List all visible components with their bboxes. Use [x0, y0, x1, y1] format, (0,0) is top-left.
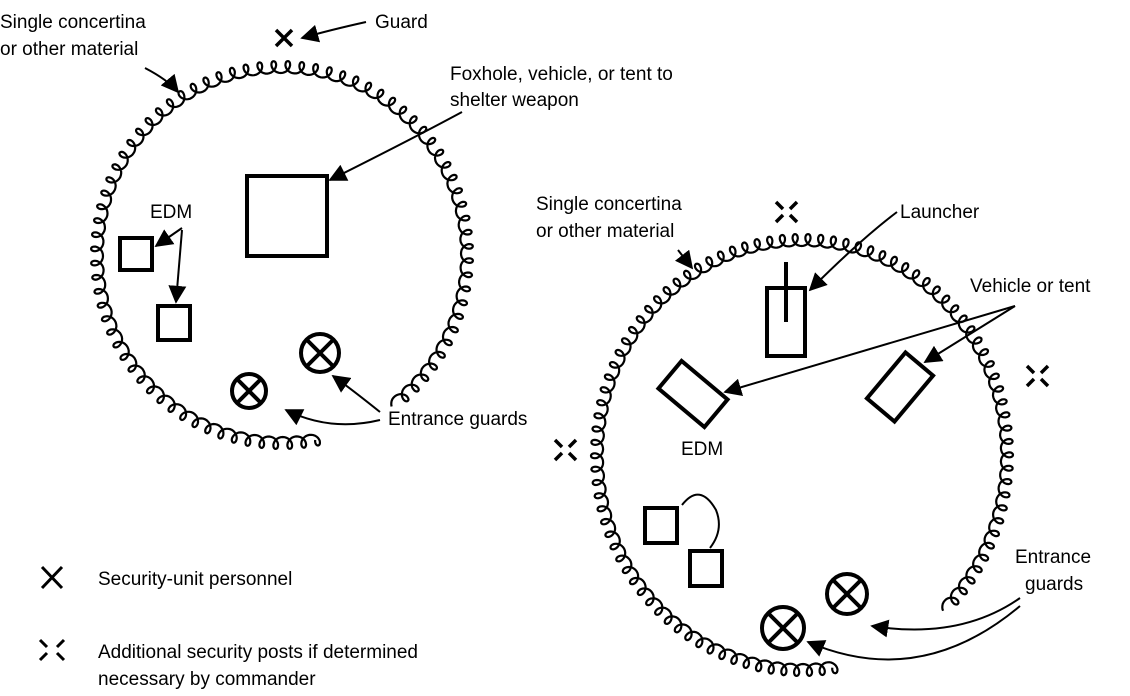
vehicle-tent-1 — [655, 358, 731, 430]
left-entrance-guard-icon-1 — [299, 332, 341, 374]
right-entrance-label-2: guards — [1025, 574, 1083, 595]
left-entrance-guard-icon-2 — [230, 372, 268, 410]
left-edm-label: EDM — [150, 202, 192, 223]
security-personnel-icon — [40, 565, 64, 590]
launcher-pointer — [808, 211, 898, 292]
left-entrance-pointer-1 — [331, 374, 381, 413]
shelter-label-2: shelter weapon — [450, 90, 579, 111]
right-concertina-wire — [589, 232, 1015, 678]
right-entrance-pointer-1 — [870, 597, 1021, 638]
additional-post-icon-right — [1025, 364, 1050, 388]
left-entrance-pointer-2 — [284, 409, 381, 426]
left-concertina-pointer — [144, 67, 180, 94]
right-concertina-pointer — [674, 249, 694, 270]
launcher-label: Launcher — [900, 202, 980, 223]
vehicle-pointer-2 — [923, 305, 1016, 363]
legend: Security-unit personnel Additional secur… — [38, 565, 418, 690]
left-concertina-label-1: Single concertina — [0, 12, 146, 33]
guard-pointer — [300, 21, 367, 43]
right-concertina-label-1: Single concertina — [536, 194, 682, 215]
vehicle-pointer-1 — [723, 305, 1016, 397]
right-edm-label: EDM — [681, 439, 723, 460]
right-edm-box-2 — [688, 549, 724, 588]
legend-posts-label-2: necessary by commander — [98, 669, 316, 690]
right-site: Single concertina or other material Laun… — [536, 194, 1091, 678]
left-concertina-label-2: or other material — [0, 39, 138, 60]
legend-posts-label-1: Additional security posts if determined — [98, 642, 418, 663]
left-edm-pointer-2 — [168, 229, 187, 304]
weapon-shelter-square — [245, 174, 329, 258]
left-concertina-wire — [89, 59, 475, 451]
shelter-pointer — [328, 111, 463, 181]
right-concertina-label-2: or other material — [536, 221, 674, 242]
left-site: Single concertina or other material Guar… — [0, 12, 673, 451]
vehicle-tent-label: Vehicle or tent — [970, 276, 1091, 297]
shelter-label-1: Foxhole, vehicle, or tent to — [450, 64, 673, 85]
additional-posts-icon — [38, 638, 66, 662]
right-edm-box-1 — [643, 506, 679, 545]
left-entrance-guards-label: Entrance guards — [388, 409, 527, 430]
additional-post-icon-top — [774, 200, 799, 224]
additional-post-icon-left — [553, 438, 578, 462]
right-entrance-guard-icon-1 — [825, 572, 869, 616]
vehicle-tent-2 — [864, 349, 936, 425]
left-edm-box-1 — [118, 236, 154, 272]
guard-marker-icon — [274, 28, 294, 48]
right-entrance-label-1: Entrance — [1015, 547, 1091, 568]
launcher-icon — [765, 262, 807, 358]
left-edm-box-2 — [156, 304, 192, 342]
right-entrance-pointer-2 — [806, 605, 1021, 661]
legend-personnel-label: Security-unit personnel — [98, 569, 292, 590]
guard-label: Guard — [375, 12, 428, 33]
right-entrance-guard-icon-2 — [760, 605, 806, 651]
left-edm-pointer-1 — [154, 227, 183, 248]
right-edm-cable — [681, 493, 720, 549]
